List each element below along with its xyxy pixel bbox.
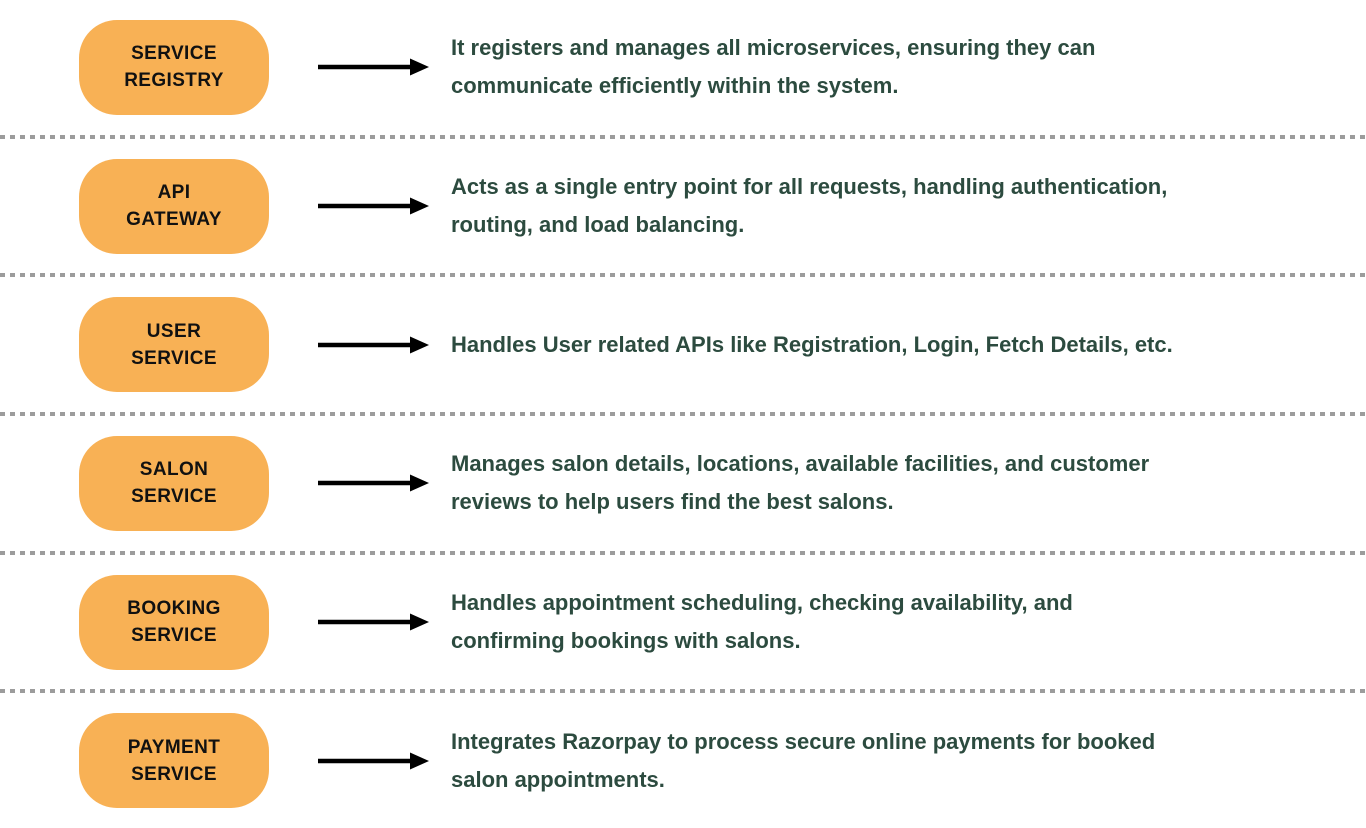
pill-label-bottom: REGISTRY	[124, 70, 224, 92]
arrow-icon	[318, 474, 429, 492]
pill-label-bottom: SERVICE	[131, 763, 217, 785]
service-description: Integrates Razorpay to process secure on…	[451, 723, 1366, 799]
arrow-icon	[318, 752, 429, 770]
dotted-divider	[0, 550, 1366, 555]
pill-label-bottom: SERVICE	[131, 347, 217, 369]
description-line: Handles appointment scheduling, checking…	[451, 590, 1073, 616]
description-line: reviews to help users find the best salo…	[451, 489, 894, 515]
description-line: It registers and manages all microservic…	[451, 35, 1096, 61]
arrow-icon	[318, 197, 429, 215]
description-line: Manages salon details, locations, availa…	[451, 451, 1150, 477]
pill-payment-service: PAYMENT SERVICE	[79, 713, 269, 809]
pill-service-registry: SERVICE REGISTRY	[79, 19, 269, 115]
pill-api-gateway: API GATEWAY	[79, 158, 269, 254]
pill-label-top: BOOKING	[127, 598, 221, 620]
row-payment-service: PAYMENT SERVICE Integrates Razorpay to p…	[0, 693, 1366, 828]
dotted-divider	[0, 689, 1366, 694]
pill-label-top: SALON	[139, 459, 209, 481]
description-line: confirming bookings with salons.	[451, 628, 801, 654]
arrow-icon	[318, 336, 429, 354]
pill-user-service: USER SERVICE	[79, 297, 269, 393]
arrow-icon	[318, 58, 429, 76]
service-description: Acts as a single entry point for all req…	[451, 168, 1366, 244]
dotted-divider	[0, 134, 1366, 139]
pill-label-top: SERVICE	[131, 43, 217, 65]
description-line: communicate efficiently within the syste…	[451, 73, 899, 99]
description-line: Acts as a single entry point for all req…	[451, 174, 1168, 199]
arrow-icon	[318, 613, 429, 631]
service-description: Manages salon details, locations, availa…	[451, 445, 1366, 521]
service-description: Handles User related APIs like Registrat…	[451, 326, 1366, 364]
service-description: It registers and manages all microservic…	[451, 29, 1366, 105]
row-salon-service: SALON SERVICE Manages salon details, loc…	[0, 416, 1366, 551]
description-line: Integrates Razorpay to process secure on…	[451, 728, 1156, 754]
pill-label-bottom: SERVICE	[131, 625, 217, 647]
pill-label-bottom: SERVICE	[131, 486, 217, 508]
pill-booking-service: BOOKING SERVICE	[79, 574, 269, 670]
pill-label-top: API	[157, 182, 191, 203]
description-line: routing, and load balancing.	[451, 212, 745, 237]
description-line: Handles User related APIs like Registrat…	[451, 331, 1173, 357]
service-description: Handles appointment scheduling, checking…	[451, 584, 1366, 660]
pill-label-top: USER	[146, 320, 202, 342]
row-booking-service: BOOKING SERVICE Handles appointment sche…	[0, 555, 1366, 690]
pill-salon-service: SALON SERVICE	[79, 435, 269, 531]
pill-label-top: PAYMENT	[127, 736, 221, 758]
dotted-divider	[0, 273, 1366, 278]
description-line: salon appointments.	[451, 766, 665, 792]
row-service-registry: SERVICE REGISTRY It registers and manage…	[0, 0, 1366, 135]
row-api-gateway: API GATEWAY Acts as a single entry point…	[0, 139, 1366, 274]
pill-label-bottom: GATEWAY	[126, 209, 222, 230]
dotted-divider	[0, 412, 1366, 417]
row-user-service: USER SERVICE Handles User related APIs l…	[0, 277, 1366, 412]
